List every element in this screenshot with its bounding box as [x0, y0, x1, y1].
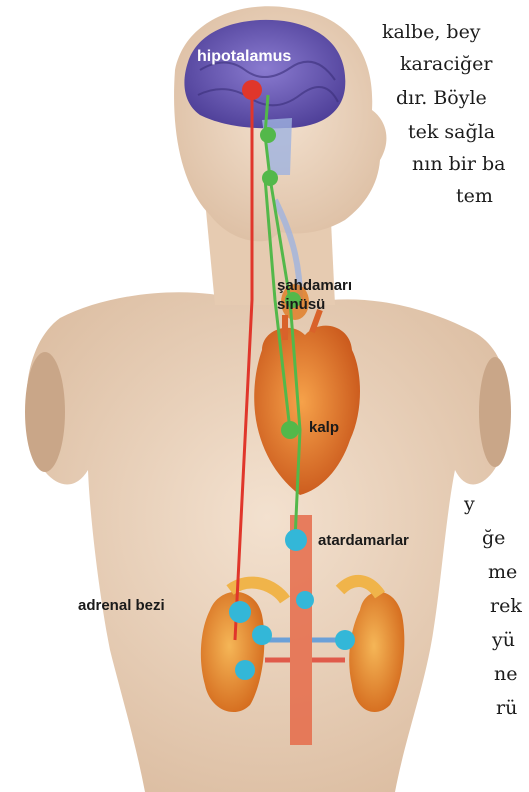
text-line: karaciğer [400, 52, 492, 76]
adrenal-node-1 [229, 601, 251, 623]
text-line: rü [496, 696, 517, 720]
text-line: ğe [482, 526, 505, 550]
heart-node [281, 421, 299, 439]
artery-node [285, 529, 307, 551]
right-arm-cut [479, 357, 511, 467]
text-line: nın bir ba [412, 152, 505, 176]
text-line: dır. Böyle [396, 86, 487, 110]
label-adrenal: adrenal bezi [78, 597, 165, 615]
text-line: ne [494, 662, 517, 686]
text-line: tek sağla [408, 120, 495, 144]
text-line: y [464, 492, 475, 516]
brain [184, 20, 345, 129]
adrenal-node-3 [235, 660, 255, 680]
hypothalamus-node [242, 80, 262, 100]
text-line: kalbe, bey [382, 20, 481, 44]
text-line: me [488, 560, 517, 584]
brainstem-node [260, 127, 276, 143]
left-arm-cut [25, 352, 65, 472]
label-carotid-sinus-2: sinüsü [277, 296, 325, 314]
label-arteries: atardamarlar [318, 532, 409, 550]
label-hypothalamus: hipotalamus [197, 48, 291, 66]
text-line: rek [490, 594, 522, 618]
label-carotid-sinus-1: şahdamarı [277, 277, 352, 295]
aorta-node [296, 591, 314, 609]
medulla-node [262, 170, 278, 186]
text-line: yü [492, 628, 515, 652]
kidney-node [335, 630, 355, 650]
text-line: tem [456, 184, 493, 208]
label-heart: kalp [309, 419, 339, 437]
adrenal-node-2 [252, 625, 272, 645]
